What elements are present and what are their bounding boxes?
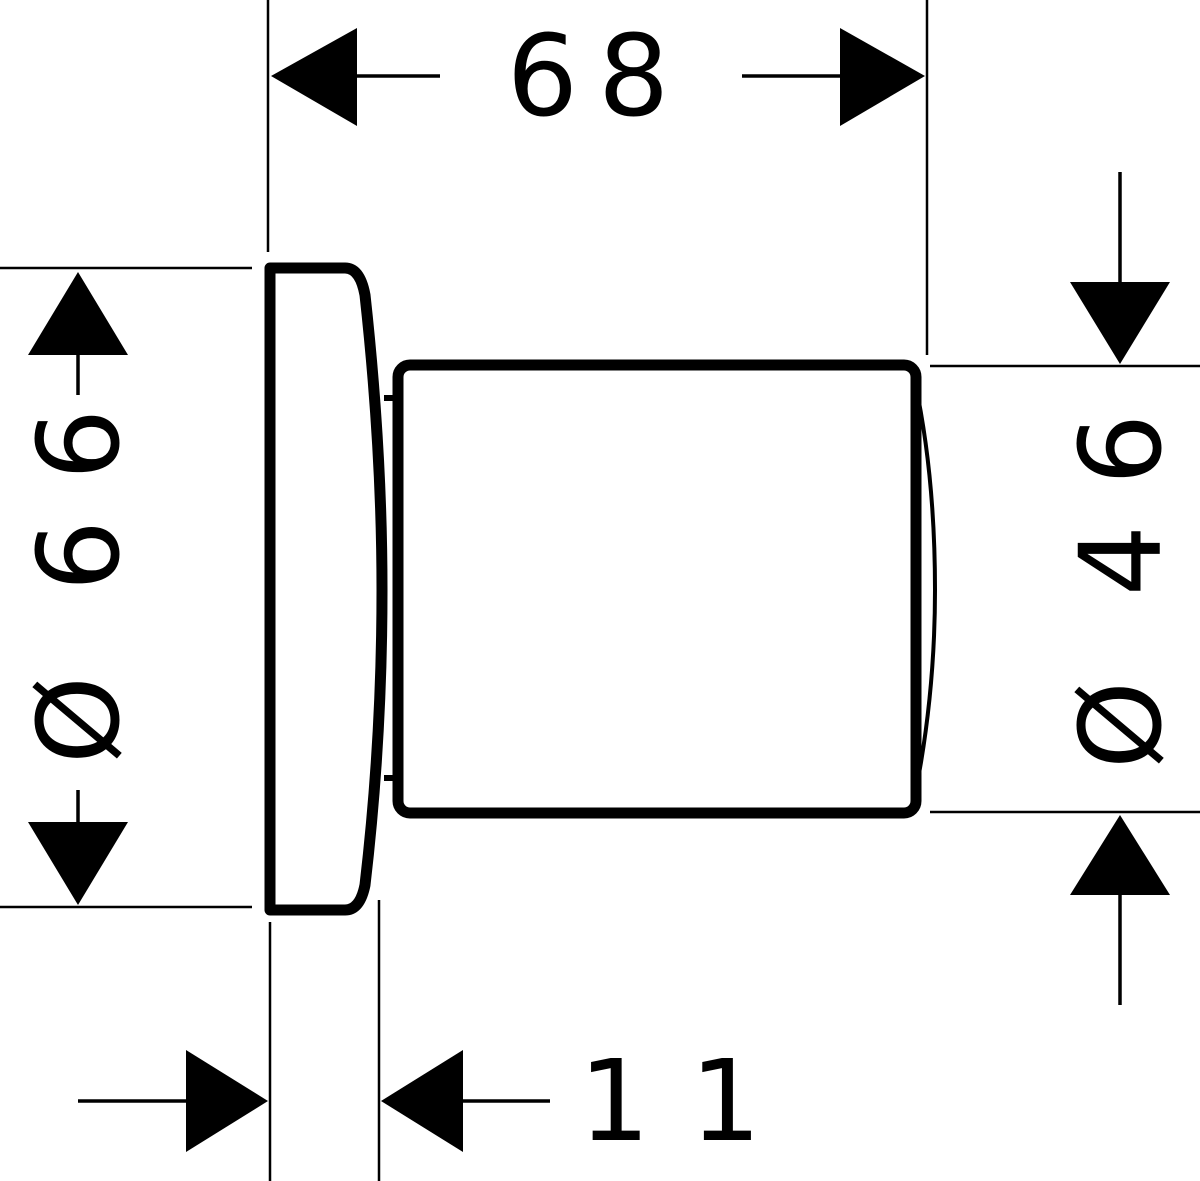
- arrow-46-top: [1070, 282, 1170, 364]
- dim-text-66: 66: [15, 369, 145, 592]
- dim-text-11: 11: [579, 1037, 802, 1167]
- flange-outline: [264, 262, 388, 916]
- dim-text-46: 46: [1057, 374, 1187, 597]
- arrow-46-bottom: [1070, 815, 1170, 895]
- arrow-11-left: [186, 1050, 268, 1152]
- part-outline: [264, 262, 937, 916]
- dim-text-68: 68: [507, 12, 690, 142]
- arrow-68-right: [840, 28, 925, 126]
- body-outline: [392, 359, 922, 819]
- dimension-lines: [76, 74, 1122, 1103]
- dim-text-diameter-symbol-46: Ø: [1057, 681, 1187, 769]
- dim-text-diameter-symbol-66: Ø: [15, 676, 145, 764]
- arrow-66-bottom: [28, 822, 128, 905]
- arrow-66-top: [28, 272, 128, 355]
- arrow-68-left: [271, 28, 357, 126]
- arrow-11-right: [381, 1050, 463, 1152]
- body-front-face: [911, 372, 937, 806]
- arrowheads: [28, 28, 1170, 1152]
